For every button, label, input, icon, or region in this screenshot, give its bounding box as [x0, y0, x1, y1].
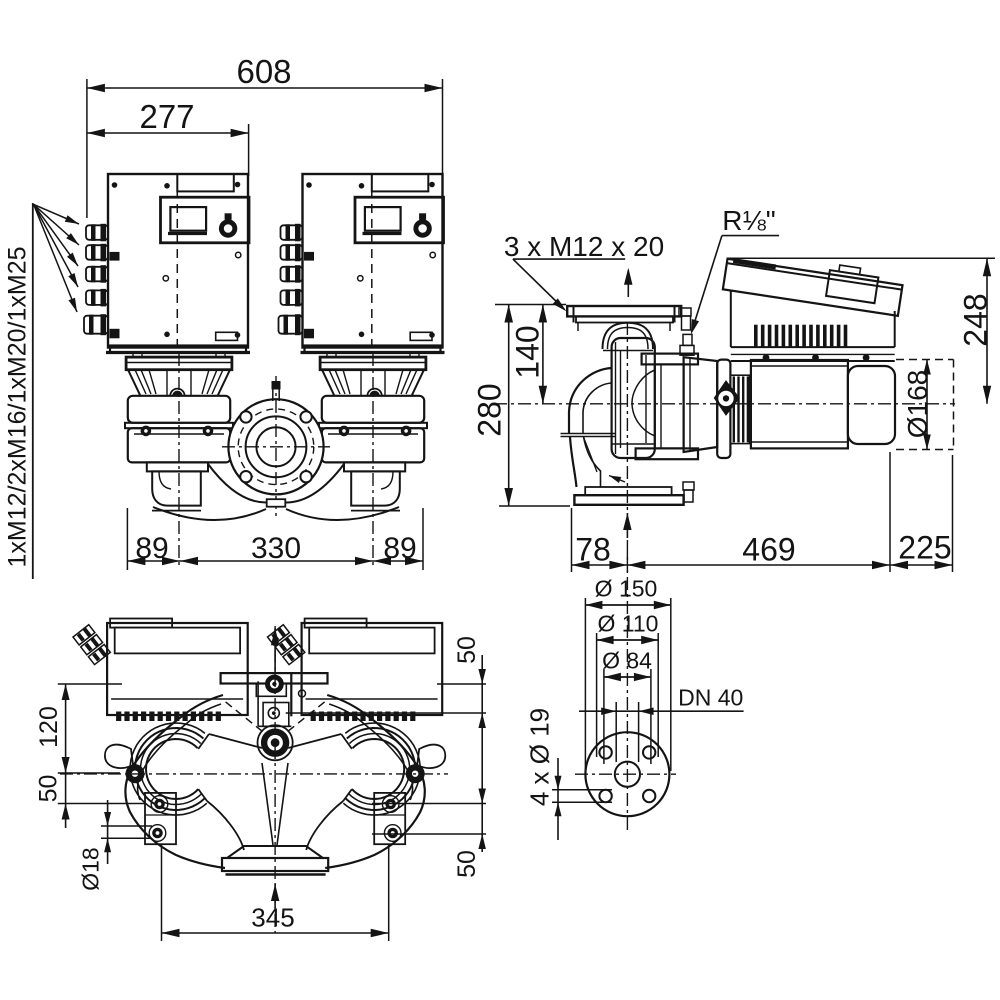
svg-text:50: 50	[453, 850, 481, 878]
svg-text:225: 225	[898, 530, 951, 566]
svg-text:R⅛": R⅛"	[722, 205, 776, 236]
svg-text:140: 140	[510, 325, 546, 378]
svg-text:4 x Ø 19: 4 x Ø 19	[524, 708, 554, 806]
svg-text:1xM12/2xM16/1xM20/1xM25: 1xM12/2xM16/1xM20/1xM25	[4, 247, 32, 568]
svg-text:330: 330	[251, 532, 301, 565]
svg-text:277: 277	[139, 98, 194, 135]
svg-text:DN 40: DN 40	[678, 684, 743, 710]
svg-text:Ø 110: Ø 110	[598, 610, 659, 636]
svg-text:120: 120	[35, 706, 63, 748]
svg-text:345: 345	[251, 902, 294, 932]
svg-text:608: 608	[236, 53, 291, 90]
svg-text:89: 89	[135, 532, 168, 565]
svg-text:3 x M12 x 20: 3 x M12 x 20	[504, 231, 664, 262]
svg-text:Ø18: Ø18	[77, 847, 103, 890]
svg-text:280: 280	[472, 383, 508, 436]
svg-text:248: 248	[958, 293, 994, 346]
svg-text:50: 50	[35, 775, 63, 803]
svg-text:Ø 150: Ø 150	[595, 575, 658, 601]
svg-text:469: 469	[742, 532, 795, 568]
svg-text:89: 89	[383, 532, 416, 565]
svg-text:50: 50	[453, 636, 481, 664]
svg-text:78: 78	[575, 532, 611, 568]
svg-text:Ø 84: Ø 84	[602, 647, 652, 673]
